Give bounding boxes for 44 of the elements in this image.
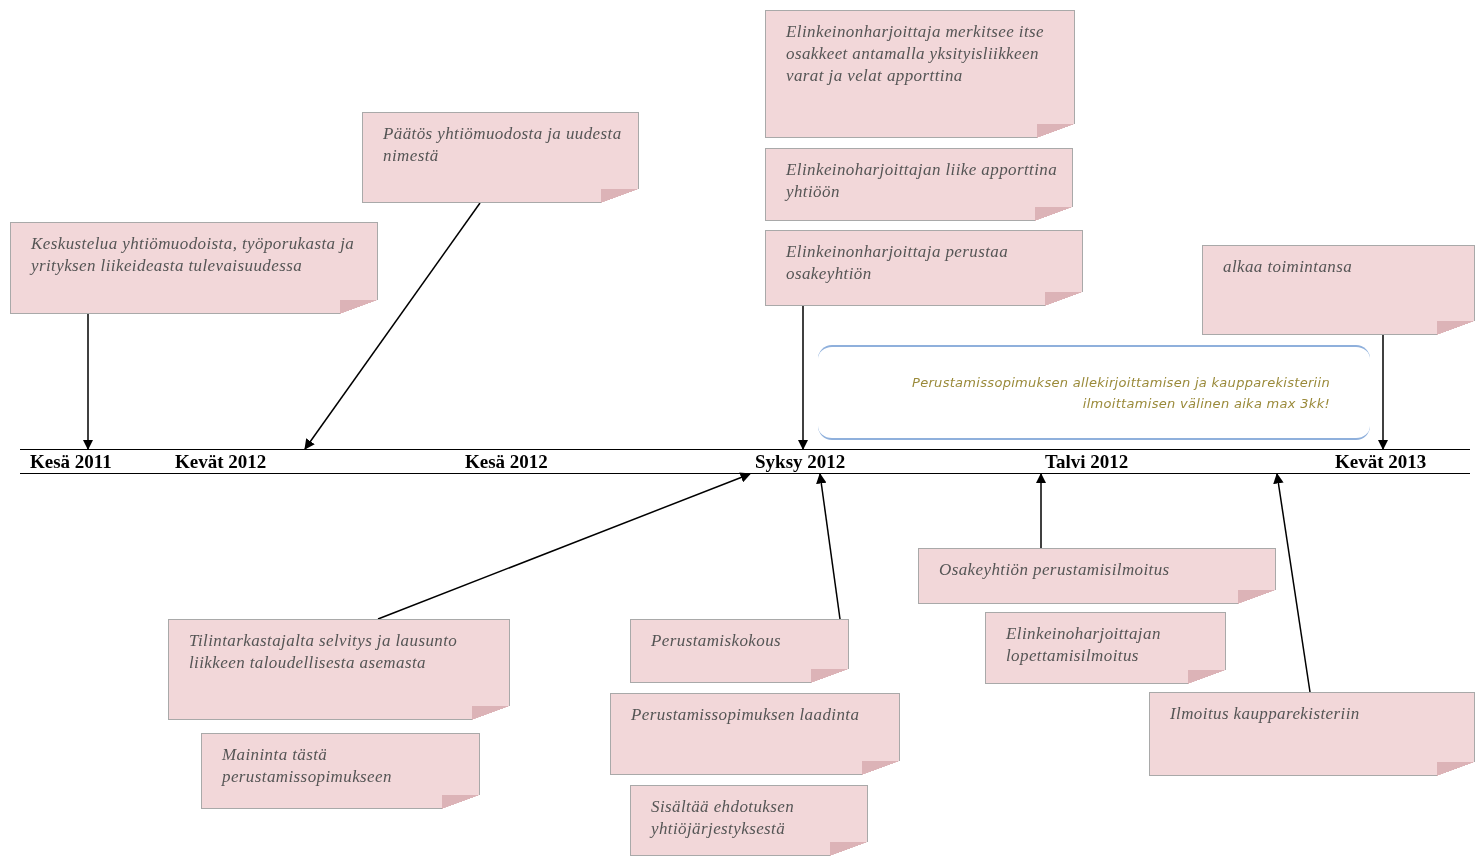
season-label: Kesä 2011: [30, 450, 112, 473]
sticky-note: [985, 612, 1226, 684]
sticky-note: [918, 548, 1276, 604]
arrow: [797, 305, 809, 451]
note-text: Elinkeinonharjoittaja merkitsee itse osakkeet antamalla yksityisliikkeen varat ja velat apporttina: [786, 21, 1046, 87]
season-label: Talvi 2012: [1045, 450, 1129, 473]
sticky-note: [10, 222, 378, 314]
season-label: Kevät 2013: [1335, 450, 1427, 473]
sticky-note: [765, 230, 1083, 306]
note-text: Perustamissopimuksen laadinta: [631, 704, 861, 726]
note-text: Osakeyhtiön perustamisilmoitus: [939, 559, 1171, 581]
note-text: Päätös yhtiömuodosta ja uudesta nimestä: [383, 123, 623, 167]
arrow: [82, 313, 94, 451]
note-text: Elinkeinoharjoittajan liike apporttina yhtiöön: [786, 159, 1058, 203]
note-text: Perustamiskokous: [651, 630, 783, 652]
sticky-note: [765, 10, 1075, 138]
arrow: [377, 472, 751, 620]
arrow: [1035, 472, 1047, 549]
arrow: [304, 202, 481, 450]
season-label: Kesä 2012: [465, 450, 548, 473]
timeline-band: [20, 449, 1470, 474]
note-text: Keskustelua yhtiömuodoista, työporukasta ja yrityksen liikeideasta tulevaisuudessa: [31, 233, 356, 277]
sticky-note: [168, 619, 510, 720]
sticky-note: [1202, 245, 1475, 335]
note-text: Elinkeinonharjoittaja perustaa osakeyhtiön: [786, 241, 1010, 285]
note-text: Ilmoitus kaupparekisteriin: [1170, 703, 1361, 725]
sticky-note: [630, 619, 849, 683]
sticky-note: [765, 148, 1073, 221]
arrow: [1273, 472, 1311, 693]
note-text: Sisältää ehdotuksen yhtiöjärjestyksestä: [651, 796, 796, 840]
arrow: [816, 472, 841, 620]
sticky-note: [610, 693, 900, 775]
sticky-note: [1149, 692, 1475, 776]
sticky-note: [630, 785, 868, 856]
season-label: Syksy 2012: [755, 450, 846, 473]
arrow: [1377, 334, 1389, 451]
note-text: Tilintarkastajalta selvitys ja lausunto liikkeen taloudellisesta asemasta: [189, 630, 459, 674]
sticky-note: [201, 733, 480, 809]
season-label: Kevät 2012: [175, 450, 267, 473]
note-text: Elinkeinoharjoittajan lopettamisilmoitus: [1006, 623, 1162, 667]
note-text: Maininta tästä perustamissopimukseen: [222, 744, 393, 788]
note-text: Perustamissopimuksen allekirjoittamisen ja kaupparekisteriin ilmoittamisen välinen aika max 3kk!: [911, 373, 1330, 413]
note-text: alkaa toimintansa: [1223, 256, 1354, 278]
sticky-note: [362, 112, 639, 203]
